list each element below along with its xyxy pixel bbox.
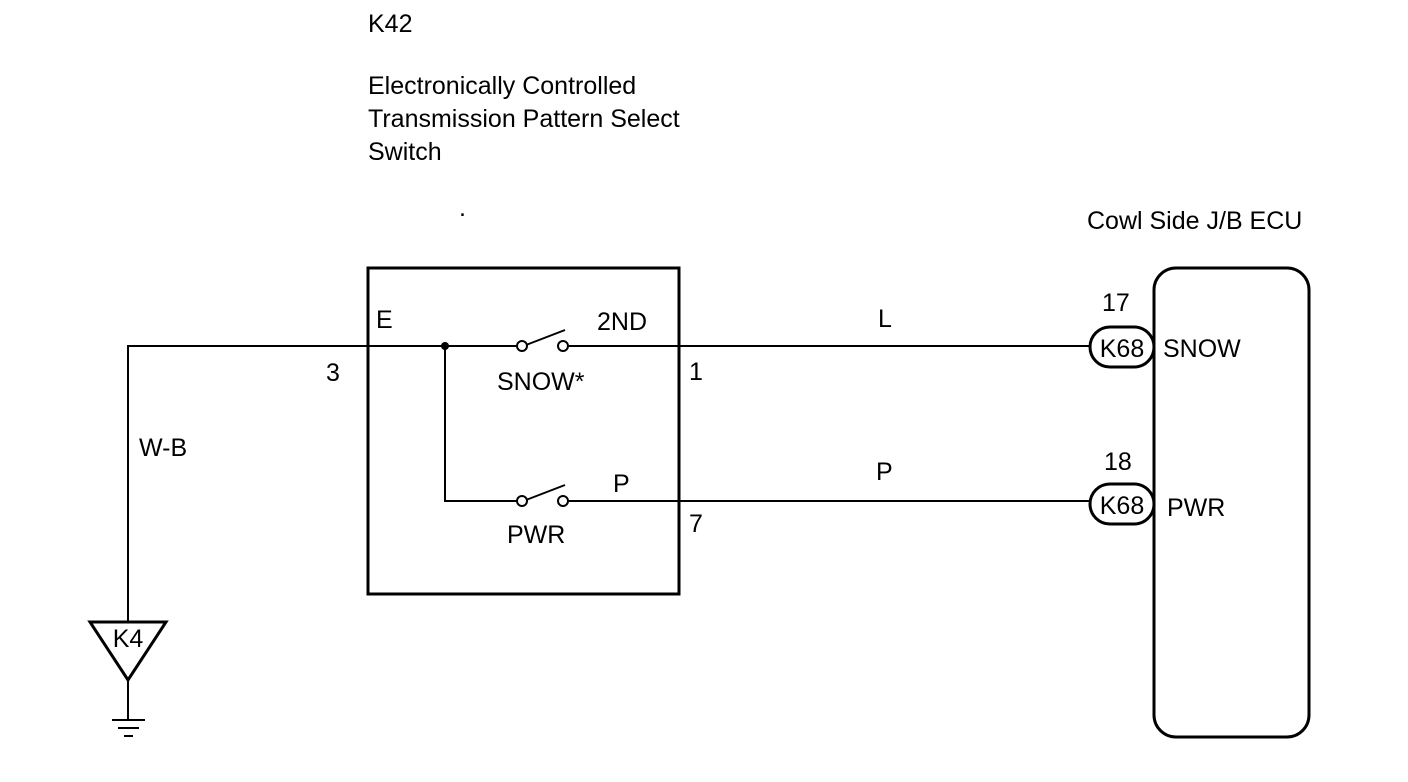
- switch-component-box: [366, 266, 681, 596]
- branch-wire: [444, 346, 522, 502]
- stray-mark: .: [459, 194, 466, 222]
- snow-wire-color: L: [878, 305, 892, 333]
- pin-2nd-label: 2ND: [597, 308, 647, 336]
- pwr-switch-terminal-a: [516, 495, 528, 507]
- snow-switch-blade: [525, 329, 566, 346]
- component-name-line-3: Switch: [368, 138, 442, 166]
- ground-wire: [127, 345, 444, 680]
- ecu-pin-18: 18: [1104, 448, 1132, 476]
- component-name-line-2: Transmission Pattern Select: [368, 105, 680, 133]
- ecu-pin-17: 17: [1102, 289, 1130, 317]
- ground-icon: [112, 680, 145, 737]
- pin-number-7: 7: [689, 510, 703, 538]
- ecu-signal-pwr: PWR: [1167, 494, 1225, 522]
- snow-switch-terminal-a: [516, 340, 528, 352]
- component-code: K42: [368, 10, 412, 38]
- ground-point-triangle: [87, 620, 169, 683]
- pin-number-3: 3: [326, 359, 340, 387]
- switch-snow-label: SNOW*: [497, 368, 585, 396]
- ecu-connector-snow-code: K68: [1100, 335, 1144, 363]
- snow-switch-terminal-b: [557, 340, 569, 352]
- pwr-switch-blade: [525, 484, 566, 501]
- pin-e-label: E: [376, 306, 393, 334]
- ground-point-code: K4: [113, 625, 144, 653]
- ecu-connector-pwr: [1088, 482, 1156, 526]
- pwr-switch-terminal-b: [557, 495, 569, 507]
- component-name-line-1: Electronically Controlled: [368, 72, 636, 100]
- pwr-wire-color: P: [876, 458, 893, 486]
- ground-wire-color: W-B: [139, 434, 187, 462]
- ecu-title: Cowl Side J/B ECU: [1087, 207, 1302, 235]
- ecu-connector-snow: [1088, 325, 1156, 369]
- switch-pwr-label: PWR: [507, 521, 565, 549]
- ecu-signal-snow: SNOW: [1163, 335, 1241, 363]
- pin-number-1: 1: [689, 358, 703, 386]
- ecu-connector-pwr-code: K68: [1100, 492, 1144, 520]
- pin-p-label: P: [613, 470, 630, 498]
